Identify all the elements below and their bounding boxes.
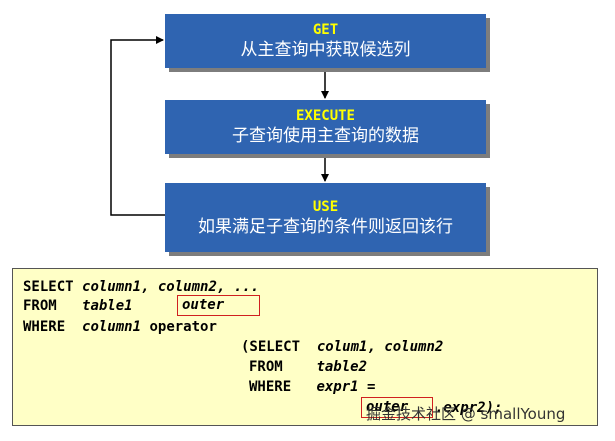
code-line-where: WHERE column1 operator	[23, 318, 217, 336]
outer-alias-highlight: outer	[177, 295, 260, 316]
watermark-text: 掘金技术社区 @ smallYoung	[366, 405, 566, 423]
code-line-subquery-where: WHERE expr1 =	[249, 378, 375, 396]
subquery-where-expression: expr1 =	[316, 379, 376, 395]
select-keyword: SELECT	[23, 279, 74, 295]
use-step-description: 如果满足子查询的条件则返回该行	[198, 216, 453, 237]
code-line-select: SELECT column1, column2, ...	[23, 278, 259, 296]
get-step-description: 从主查询中获取候选列	[240, 40, 411, 60]
outer-select-columns: column1, column2, ...	[82, 279, 260, 295]
loop-back-arrow	[110, 36, 165, 216]
code-line-subquery-expr2: .expr2);	[435, 399, 502, 417]
execute-step-box: EXECUTE 子查询使用主查询的数据	[165, 100, 486, 154]
subquery-columns: colum1, column2	[316, 339, 444, 355]
execute-step-keyword: EXECUTE	[295, 108, 355, 124]
subquery-from-keyword: FROM	[249, 359, 283, 375]
operator-text: operator	[149, 319, 217, 335]
code-line-subquery-select: (SELECT colum1, column2	[241, 338, 443, 356]
subquery-where-keyword: WHERE	[249, 379, 292, 395]
from-keyword: FROM	[23, 298, 57, 314]
outer-where-column: column1	[82, 319, 142, 335]
use-step-box: USE 如果满足子查询的条件则返回该行	[165, 183, 486, 252]
subquery-expr2: .expr2);	[435, 400, 503, 416]
code-line-subquery-from: FROM table2	[249, 358, 367, 376]
use-step-keyword: USE	[312, 198, 339, 215]
subquery-table-name: table2	[316, 359, 368, 375]
outer-reference-highlight: outer	[361, 397, 433, 418]
sql-code-panel: SELECT column1, column2, ... FROM table1…	[12, 268, 598, 426]
where-keyword: WHERE	[23, 319, 66, 335]
get-step-keyword: GET	[312, 22, 339, 38]
execute-step-description: 子查询使用主查询的数据	[232, 126, 419, 146]
get-step-box: GET 从主查询中获取候选列	[165, 14, 486, 68]
code-line-from: FROM table1	[23, 297, 133, 315]
outer-table-name: table1	[82, 298, 133, 314]
subquery-select-keyword: (SELECT	[241, 339, 301, 355]
